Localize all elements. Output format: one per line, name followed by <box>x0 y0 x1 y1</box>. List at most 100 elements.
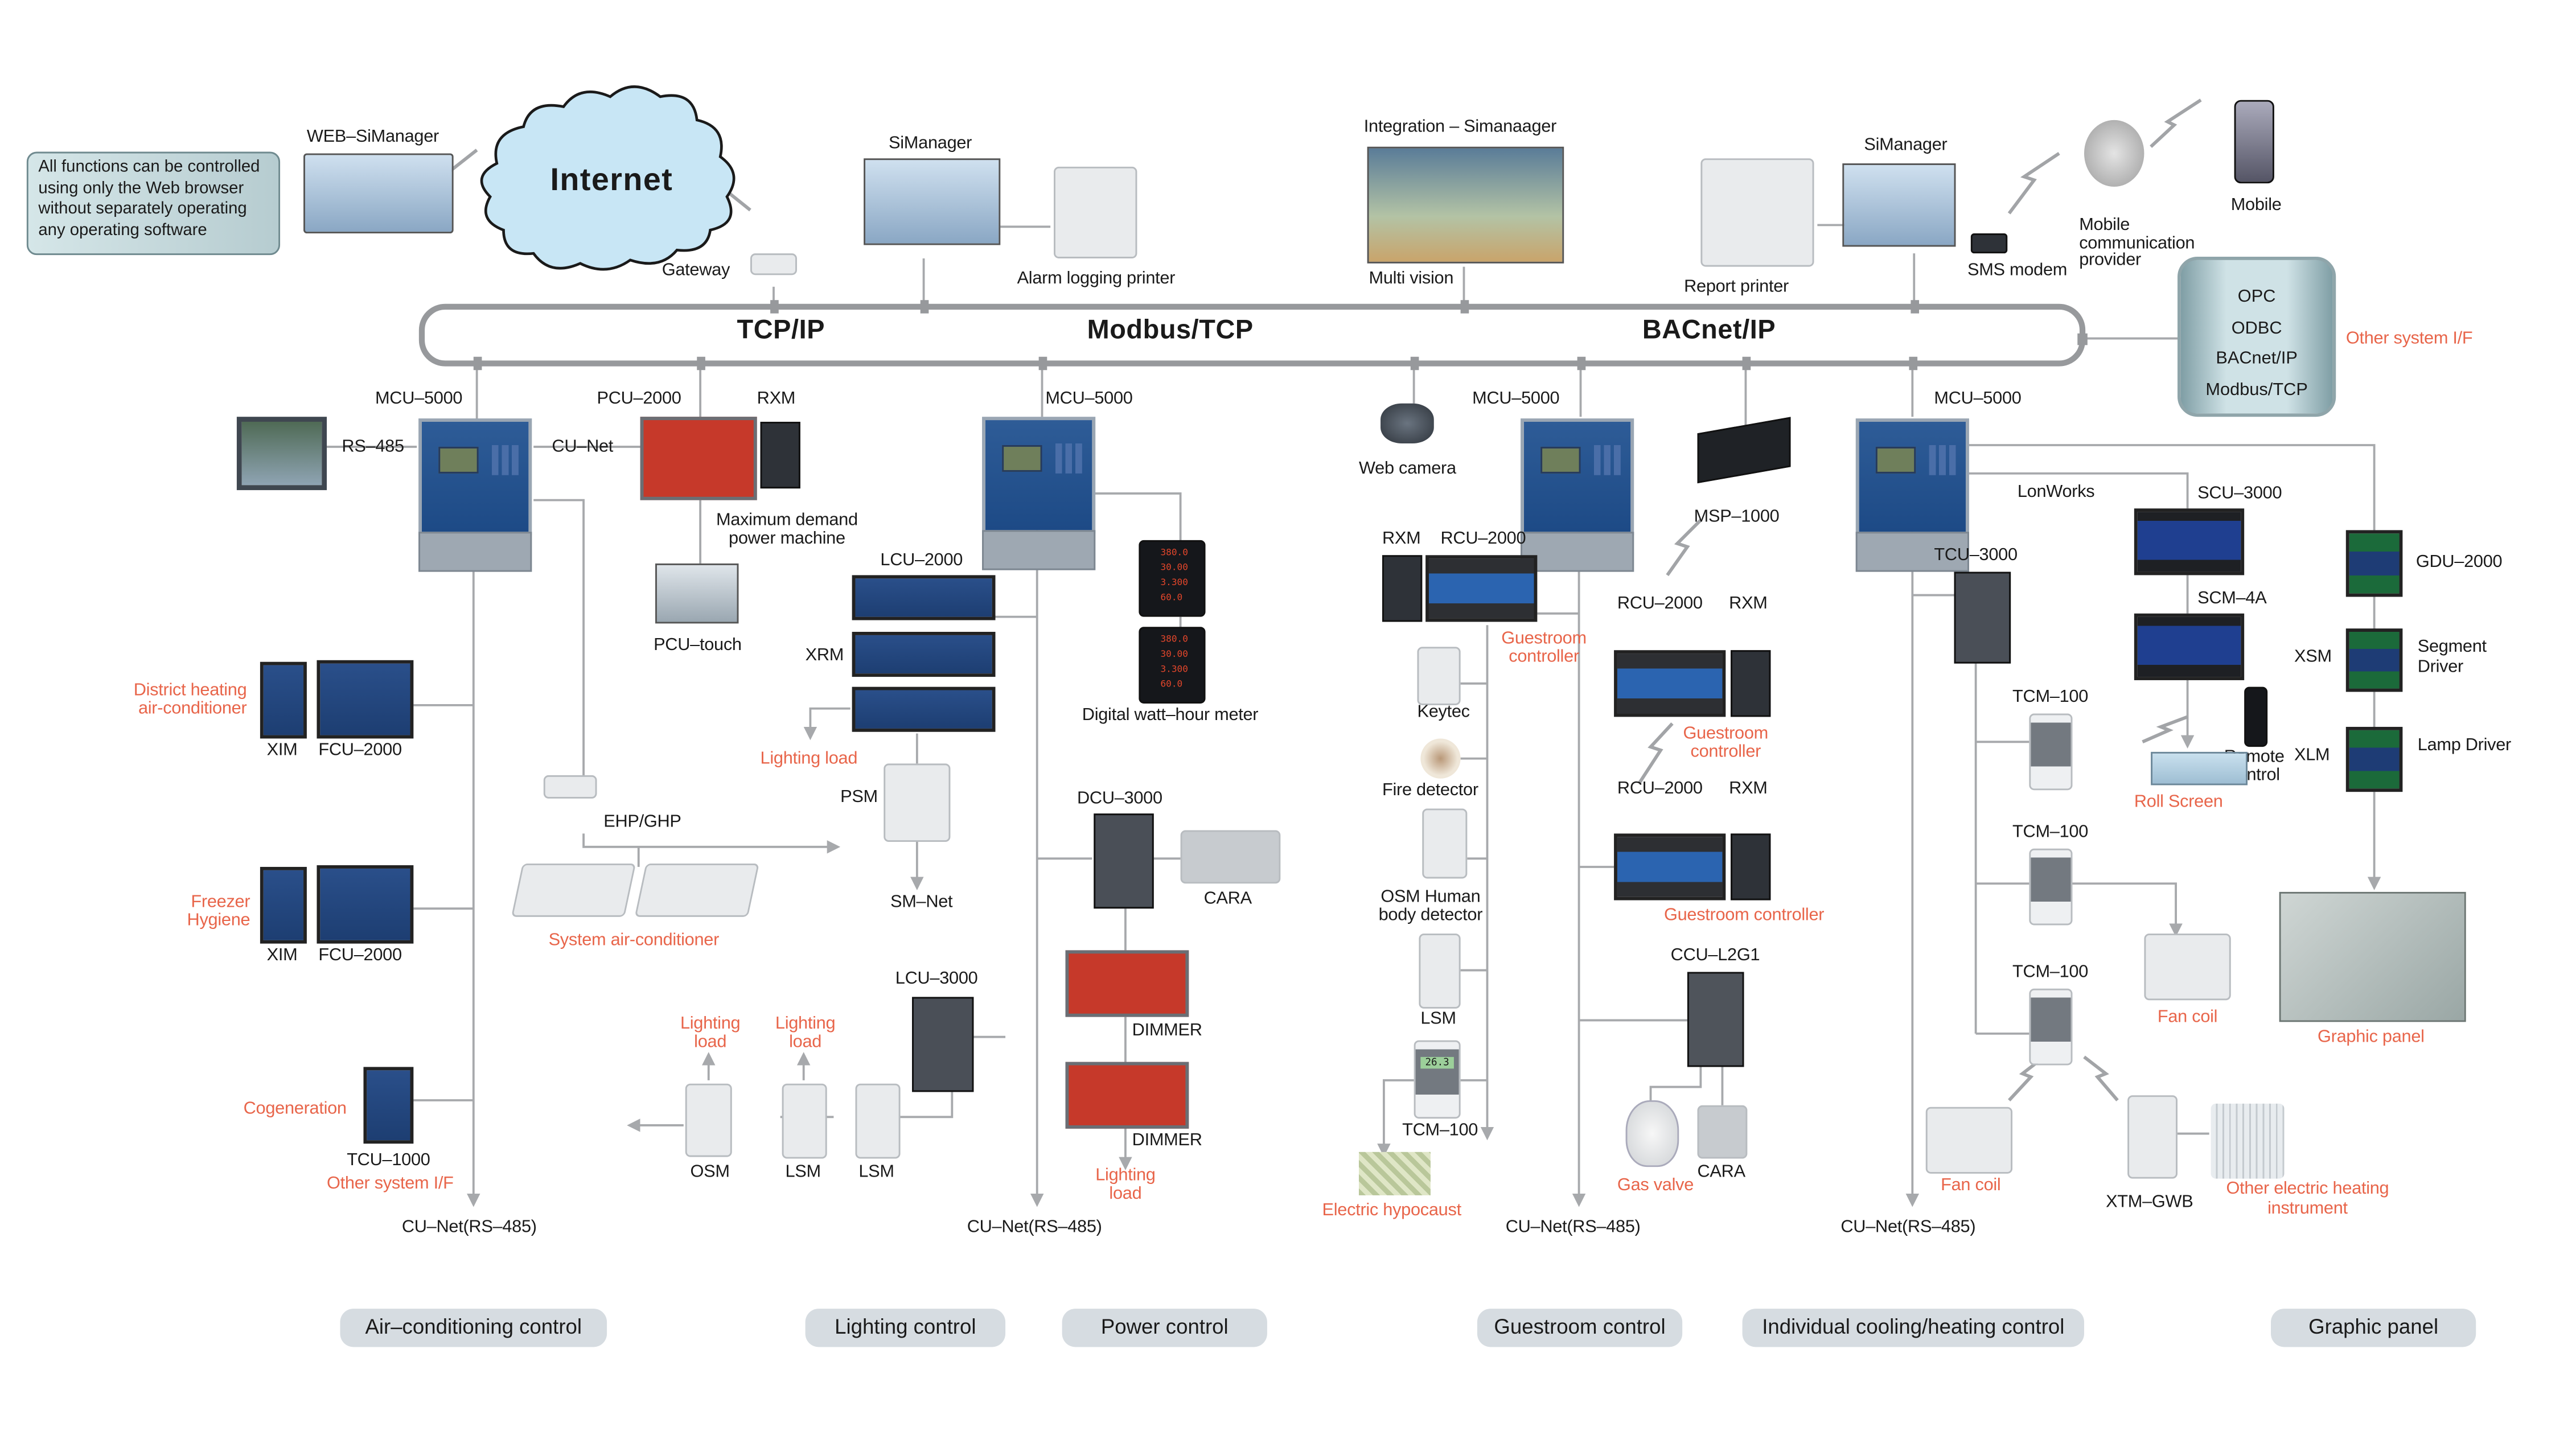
guestroom-controller-3-label: Guestroom controller <box>1663 905 1825 926</box>
fcu-1-device <box>317 660 414 739</box>
section-tag-guestroom: Guestroom control <box>1477 1309 1683 1347</box>
web-simanager-label: WEB–SiManager <box>306 126 439 147</box>
interface-opc: OPC <box>2237 286 2276 307</box>
guestroom-rxm-1-label: RXM <box>1382 528 1421 549</box>
remote-control-icon <box>2244 686 2268 747</box>
guestroom-tcm-label: TCM–100 <box>1402 1120 1478 1141</box>
fan-coil-1-label: Fan coil <box>2157 1006 2218 1027</box>
ac-other-if-label: Other system I/F <box>327 1173 454 1194</box>
gateway-icon <box>750 253 797 275</box>
tcu1000-label: TCU–1000 <box>347 1150 430 1171</box>
tcm-2-device <box>2029 848 2073 926</box>
freezer-label: Freezer Hygiene <box>187 891 250 931</box>
simanager-2-monitor-icon <box>1842 163 1956 247</box>
gdu-label: GDU–2000 <box>2415 552 2503 572</box>
satellite-dish-icon <box>2084 120 2144 187</box>
meter-reading-power: 3.300 <box>1160 665 1188 676</box>
gdu-2000-device <box>2345 530 2403 597</box>
segment-driver-label: Segment Driver <box>2417 636 2487 676</box>
rs485-label: RS–485 <box>342 437 404 457</box>
guestroom-rcu-1-label: RCU–2000 <box>1440 528 1526 549</box>
xsm-label: XSM <box>2294 647 2332 667</box>
tcm-3-device <box>2029 988 2073 1066</box>
tcm-3-label: TCM–100 <box>2012 961 2089 982</box>
osm-human-label: OSM Human body detector <box>1378 887 1483 925</box>
keytec-label: Keytec <box>1417 702 1470 722</box>
cara-panel-device <box>1180 830 1281 884</box>
pcu-touch-device <box>655 563 739 624</box>
tcm-1-label: TCM–100 <box>2012 686 2089 707</box>
osm-sensor-device <box>685 1083 732 1157</box>
guestroom-wires <box>1377 516 1724 1207</box>
lsm-2-label: LSM <box>858 1162 894 1182</box>
power-wires <box>1030 492 1182 1207</box>
tcm-2-label: TCM–100 <box>2012 821 2089 842</box>
power-lighting-load-label: Lighting load <box>1095 1165 1156 1204</box>
system-ac-unit-1 <box>511 863 636 917</box>
power-mcu-label: MCU–5000 <box>1045 388 1133 409</box>
lighting-load-1-label: Lighting load <box>760 749 858 769</box>
ccu-l2g1-device <box>1687 972 1744 1067</box>
other-system-interface-box: OPC ODBC BACnet/IP Modbus/TCP <box>2178 257 2336 417</box>
electric-hypocaust-icon <box>1358 1152 1431 1195</box>
sms-modem-label: SMS modem <box>1967 260 2068 281</box>
guestroom-mcu-5000-device <box>1521 418 1634 572</box>
meter-reading-current: 30.00 <box>1160 650 1188 660</box>
lsm-2-device <box>855 1083 901 1159</box>
guestroom-mcu-label: MCU–5000 <box>1472 388 1560 409</box>
web-camera-label: Web camera <box>1358 458 1456 479</box>
guestroom-rcu-2-label: RCU–2000 <box>1617 593 1703 614</box>
watt-meter-label: Digital watt–hour meter <box>1082 705 1259 726</box>
protocol-tcp-ip: TCP/IP <box>737 316 825 346</box>
meter-reading-power: 3.300 <box>1160 578 1188 589</box>
power-cara-label: CARA <box>1203 889 1252 909</box>
section-tag-lighting: Lighting control <box>805 1309 1006 1347</box>
lsm-1-device <box>782 1083 827 1159</box>
fcu-2-label: FCU–2000 <box>318 945 402 965</box>
tcm-1-device <box>2029 713 2073 791</box>
integration-label: Integration – Simanaager <box>1363 117 1557 137</box>
meter-reading-current: 30.00 <box>1160 563 1188 574</box>
pcu-rxm-device <box>760 421 800 489</box>
meter-reading-frequency: 60.0 <box>1160 680 1183 690</box>
fcu-2-device <box>317 865 414 944</box>
section-tag-individual: Individual cooling/heating control <box>1742 1309 2085 1347</box>
msp1000-label: MSP–1000 <box>1694 507 1780 527</box>
power-mcu-5000-device <box>982 417 1096 570</box>
guestroom-rcu-3-label: RCU–2000 <box>1617 778 1703 799</box>
fcu-1-label: FCU–2000 <box>318 740 402 760</box>
pcu-2000-device <box>640 417 757 500</box>
meter-reading-voltage: 380.0 <box>1160 548 1188 559</box>
cunet-label: CU–Net <box>552 437 614 457</box>
alarm-printer-icon <box>1054 166 1137 258</box>
system-ac-unit-2 <box>634 863 759 917</box>
dcu3000-label: DCU–3000 <box>1077 788 1162 809</box>
dimmer-2-label: DIMMER <box>1132 1130 1202 1150</box>
xlm-label: XLM <box>2294 745 2330 766</box>
alarm-printer-label: Alarm logging printer <box>1017 268 1176 289</box>
district-heating-label: District heating air-conditioner <box>133 680 247 719</box>
psm-label: PSM <box>840 787 878 807</box>
mobile-phone-icon <box>2234 100 2274 184</box>
scm4a-label: SCM–4A <box>2197 588 2267 609</box>
mobile-label: Mobile <box>2230 195 2282 215</box>
scu3000-label: SCU–3000 <box>2197 483 2282 504</box>
power-cunet-rs485-label: CU–Net(RS–485) <box>967 1217 1102 1237</box>
lonworks-label: LonWorks <box>2017 482 2095 502</box>
meter-reading-frequency: 60.0 <box>1160 593 1183 604</box>
touch-panel-icon <box>236 417 327 491</box>
individual-mcu-label: MCU–5000 <box>1934 388 2022 409</box>
report-printer-icon <box>1700 158 1814 267</box>
xlm-device <box>2345 726 2403 792</box>
osm-human-detector-device <box>1422 808 1468 879</box>
meter-reading-voltage: 380.0 <box>1160 635 1188 645</box>
fan-coil-1-device <box>2144 934 2231 1001</box>
lcu3000-label: LCU–3000 <box>895 968 978 989</box>
ehp-gateway-icon <box>543 775 597 799</box>
web-simanager-monitor-icon <box>303 153 454 234</box>
lighting-load-3-label: Lighting load <box>775 1013 836 1052</box>
keytec-device <box>1417 647 1461 705</box>
lsm-1-label: LSM <box>785 1162 821 1182</box>
simanager-label: SiManager <box>889 133 972 154</box>
